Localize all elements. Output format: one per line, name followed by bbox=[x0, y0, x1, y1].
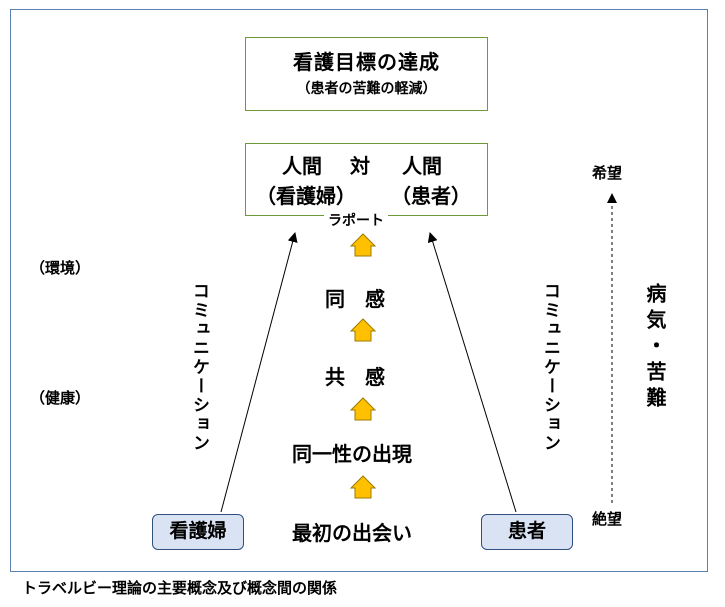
communication-right-label: コミュニケーション bbox=[540, 282, 560, 453]
patient-communication-arrow bbox=[427, 232, 517, 513]
up-arrow-icon bbox=[349, 318, 377, 342]
nurse-role-label: （看護婦） bbox=[256, 184, 356, 208]
hope-label: 希望 bbox=[592, 164, 623, 182]
nursing-goal-box: 看護目標の達成 （患者の苦難の軽減） bbox=[245, 37, 488, 111]
stage-emerging-identities: 同一性の出現 bbox=[292, 442, 412, 466]
rapport-label: ラポート bbox=[324, 210, 388, 230]
health-label: （健康） bbox=[30, 389, 91, 407]
figure-caption: トラベルビー理論の主要概念及び概念間の関係 bbox=[22, 579, 338, 597]
nurse-box: 看護婦 bbox=[152, 514, 244, 550]
stage-sympathy: 同 感 bbox=[325, 287, 385, 311]
nurse-communication-arrow bbox=[220, 232, 298, 513]
communication-left-label: コミュニケーション bbox=[189, 282, 209, 453]
environment-label: （環境） bbox=[30, 259, 91, 277]
patient-box: 患者 bbox=[481, 514, 573, 550]
stage-empathy: 共 感 bbox=[325, 365, 385, 389]
patient-role-label: （患者） bbox=[391, 184, 471, 208]
up-arrow-icon bbox=[349, 475, 377, 499]
illness-suffering-label: 病気・苦難 bbox=[643, 283, 667, 413]
stage-original-encounter: 最初の出会い bbox=[292, 521, 412, 545]
goal-title: 看護目標の達成 bbox=[293, 50, 440, 74]
versus-label: 対 bbox=[350, 154, 370, 178]
human-left-label: 人間 bbox=[282, 154, 322, 178]
goal-subtitle: （患者の苦難の軽減） bbox=[296, 81, 437, 97]
human-right-label: 人間 bbox=[402, 154, 442, 178]
diagram-frame bbox=[10, 9, 708, 572]
up-arrow-icon bbox=[349, 397, 377, 421]
up-arrow-icon bbox=[349, 233, 377, 257]
human-to-human-box: 人間 対 人間 （看護婦） （患者） bbox=[245, 143, 488, 216]
despair-label: 絶望 bbox=[592, 510, 623, 528]
